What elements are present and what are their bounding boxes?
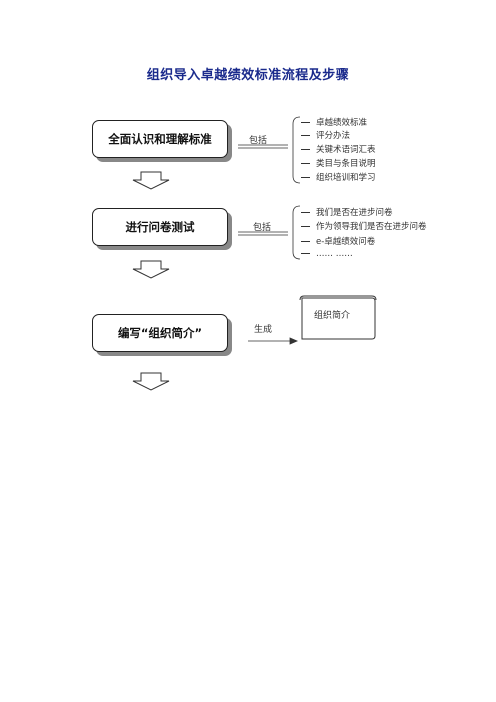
list-item: 关键术语词汇表 bbox=[301, 143, 376, 155]
connector-label-include: 包括 bbox=[253, 223, 272, 233]
step-box-write-profile: 编写“组织简介” bbox=[92, 314, 228, 352]
step-box-questionnaire-test: 进行问卷测试 bbox=[92, 208, 228, 246]
list-item: …… …… bbox=[301, 249, 353, 259]
list-item: e-卓越绩效问卷 bbox=[301, 235, 375, 247]
list-item: 作为领导我们是否在进步问卷 bbox=[301, 220, 427, 232]
list-item: 卓越绩效标准 bbox=[301, 116, 367, 128]
list-item: 类目与条目说明 bbox=[301, 157, 376, 169]
connector-label-include: 包括 bbox=[249, 136, 268, 146]
connector-label-generate: 生成 bbox=[254, 325, 273, 335]
down-arrow-2 bbox=[132, 260, 170, 279]
step-box-understand-standard: 全面认识和理解标准 bbox=[92, 120, 228, 158]
output-document-label: 组织简介 bbox=[314, 311, 351, 321]
down-arrow-1 bbox=[132, 171, 170, 190]
list-item: 组织培训和学习 bbox=[301, 171, 376, 183]
list-item: 我们是否在进步问卷 bbox=[301, 206, 393, 218]
output-document-shape bbox=[299, 295, 377, 340]
down-arrow-3 bbox=[132, 372, 170, 391]
list-item: 评分办法 bbox=[301, 129, 350, 141]
step-label: 进行问卷测试 bbox=[125, 220, 195, 234]
step-label: 编写“组织简介” bbox=[117, 326, 203, 340]
step-label: 全面认识和理解标准 bbox=[108, 132, 212, 146]
diagram-title: 组织导入卓越绩效标准流程及步骤 bbox=[146, 68, 350, 83]
